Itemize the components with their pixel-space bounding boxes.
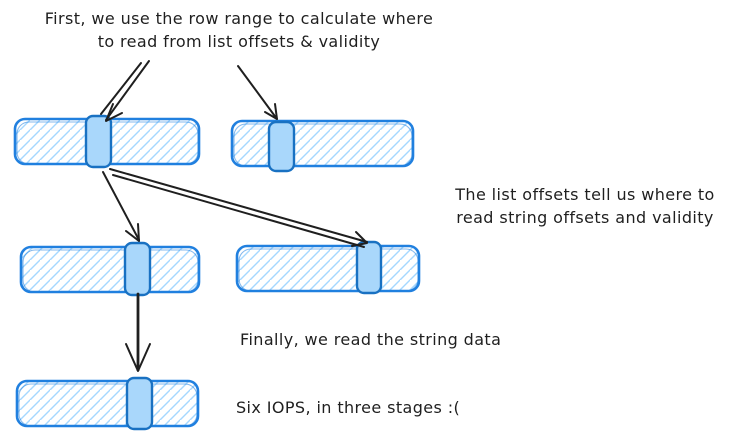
- annotation-step2-line2: read string offsets and validity: [456, 208, 714, 227]
- highlight-list-validity-cell: [267, 120, 296, 173]
- arrow-list-offsets-to-string-validity: [109, 168, 368, 248]
- annotation-step2: The list offsets tell us where to read s…: [418, 183, 752, 229]
- highlight-string-offsets-cell: [123, 241, 152, 297]
- buffer-list-offsets: [13, 114, 201, 169]
- annotation-summary: Six IOPS, in three stages :(: [236, 398, 461, 417]
- highlight-string-data-cell: [125, 376, 154, 431]
- annotation-step2-line1: The list offsets tell us where to: [455, 185, 715, 204]
- buffer-string-data: [15, 376, 200, 431]
- buffer-string-validity: [235, 240, 421, 295]
- arrow-step1-to-list-offsets: [100, 60, 150, 122]
- arrow-string-offsets-to-string-data: [125, 292, 151, 372]
- highlight-string-validity-cell: [355, 240, 383, 295]
- buffer-string-offsets: [19, 241, 201, 297]
- annotation-step1: First, we use the row range to calculate…: [8, 7, 470, 53]
- highlight-list-offsets-cell: [84, 114, 113, 169]
- arrow-list-offsets-to-string-offsets: [102, 171, 140, 242]
- buffer-list-validity: [230, 119, 415, 173]
- annotation-step1-line1: First, we use the row range to calculate…: [44, 9, 434, 28]
- annotation-step1-line2: to read from list offsets & validity: [97, 32, 381, 51]
- arrow-step1-to-list-validity: [237, 65, 278, 120]
- annotation-step3: Finally, we read the string data: [240, 330, 502, 349]
